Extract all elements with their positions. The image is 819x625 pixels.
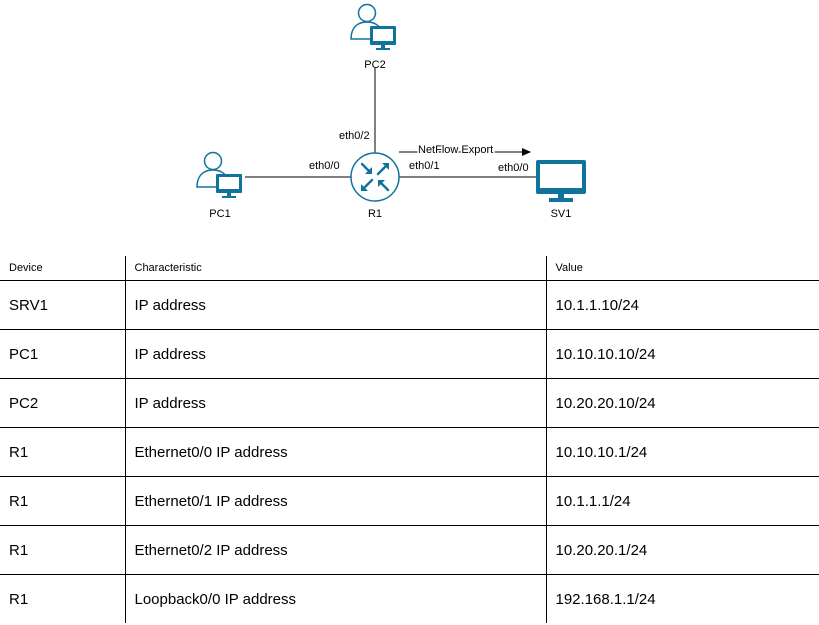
- characteristic-cell: Ethernet0/2 IP address: [124, 525, 546, 575]
- device-cell: R1: [0, 476, 125, 526]
- table-row: R1 Ethernet0/0 IP address 10.10.10.1/24: [0, 427, 819, 477]
- table-row: R1 Ethernet0/1 IP address 10.1.1.1/24: [0, 476, 819, 526]
- pc2-label: PC2: [364, 59, 385, 71]
- device-cell: SRV1: [0, 280, 125, 330]
- column-header-device: Device: [0, 256, 125, 281]
- router-icon[interactable]: [350, 152, 400, 202]
- device-addressing-table: Device Characteristic Value SRV1 IP addr…: [0, 256, 819, 623]
- characteristic-cell: IP address: [124, 378, 546, 428]
- table-row: R1 Loopback0/0 IP address 192.168.1.1/24: [0, 574, 819, 623]
- column-header-characteristic: Characteristic: [124, 256, 546, 281]
- table-row: PC2 IP address 10.20.20.10/24: [0, 378, 819, 428]
- network-topology-diagram: NetFlow Export PC2 PC1: [196, 3, 586, 220]
- value-cell: 192.168.1.1/24: [545, 574, 819, 623]
- device-cell: PC1: [0, 329, 125, 379]
- device-cell: R1: [0, 525, 125, 575]
- value-cell: 10.1.1.10/24: [545, 280, 819, 330]
- device-cell: R1: [0, 427, 125, 477]
- characteristic-cell: IP address: [124, 329, 546, 379]
- sv1-label: SV1: [551, 208, 572, 220]
- value-cell: 10.1.1.1/24: [545, 476, 819, 526]
- port-label-r1-eth0-1: eth0/1: [409, 160, 440, 172]
- pc1-label: PC1: [209, 208, 230, 220]
- characteristic-cell: Ethernet0/1 IP address: [124, 476, 546, 526]
- table-row: SRV1 IP address 10.1.1.10/24: [0, 280, 819, 330]
- table-row: R1 Ethernet0/2 IP address 10.20.20.1/24: [0, 525, 819, 575]
- value-cell: 10.10.10.1/24: [545, 427, 819, 477]
- device-cell: R1: [9, 590, 29, 608]
- value-cell: 10.10.10.10/24: [545, 329, 819, 379]
- r1-label: R1: [368, 208, 382, 220]
- column-header-value: Value: [545, 256, 819, 281]
- characteristic-cell: Loopback0/0 IP address: [124, 574, 546, 623]
- monitor-icon[interactable]: [536, 160, 586, 202]
- table-header-row: Device Characteristic Value: [0, 256, 819, 281]
- port-label-r1-eth0-2: eth0/2: [339, 130, 370, 142]
- characteristic-cell: IP address: [124, 280, 546, 330]
- port-label-r1-eth0-0: eth0/0: [309, 160, 340, 172]
- device-cell: PC2: [0, 378, 125, 428]
- user-workstation-icon[interactable]: [196, 151, 242, 199]
- value-cell: 10.20.20.1/24: [545, 525, 819, 575]
- netflow-arrowhead: [522, 148, 531, 156]
- port-label-sv1-eth0-0: eth0/0: [498, 162, 529, 174]
- characteristic-cell: Ethernet0/0 IP address: [124, 427, 546, 477]
- value-cell: 10.20.20.10/24: [545, 378, 819, 428]
- table-row: PC1 IP address 10.10.10.10/24: [0, 329, 819, 379]
- netflow-label: NetFlow Export: [418, 144, 493, 156]
- user-workstation-icon[interactable]: [350, 3, 396, 51]
